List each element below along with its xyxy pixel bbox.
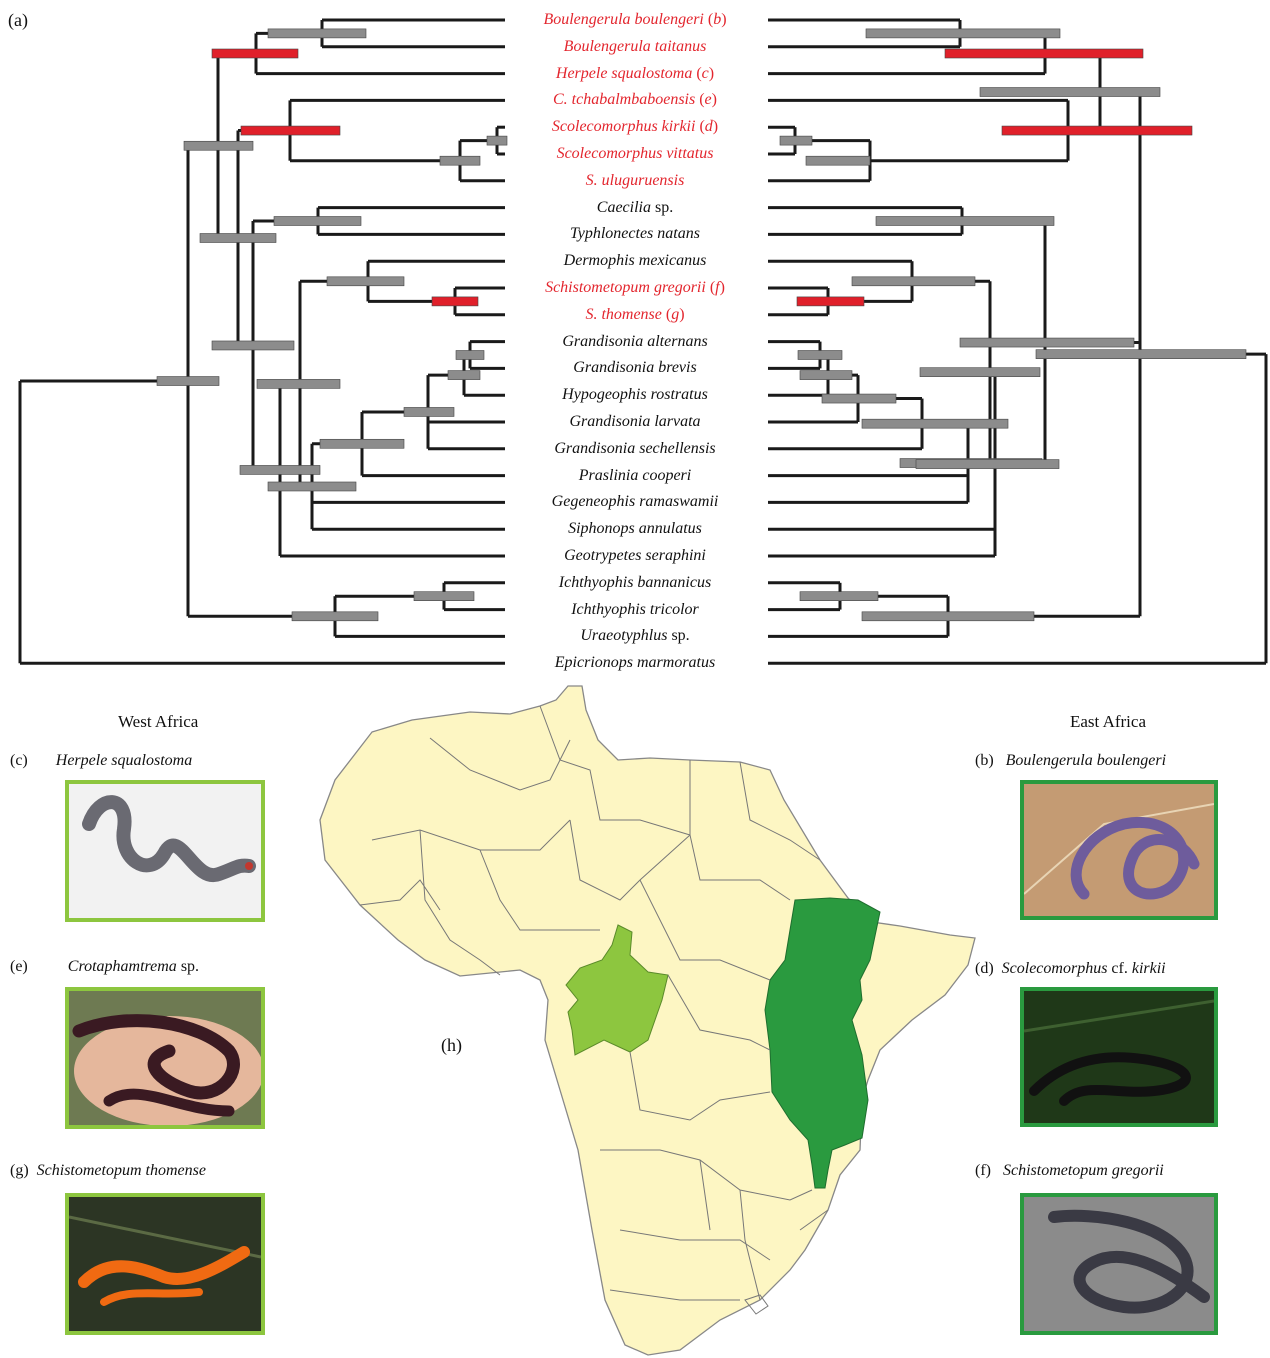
photo-crotaphamtrema xyxy=(65,987,265,1129)
taxon-label: Grandisonia sechellensis xyxy=(500,439,770,459)
photo-caption-d: (d) Scolecomorphus cf. kirkii xyxy=(975,960,1166,978)
taxon-label: Schistometopum gregorii (f) xyxy=(500,278,770,298)
node-age-bar xyxy=(862,612,1034,621)
photo-reference: (d) xyxy=(695,118,718,135)
node-age-bar xyxy=(257,379,340,388)
node-age-bar xyxy=(274,217,361,226)
taxon-label: Scolecomorphus vittatus xyxy=(500,144,770,164)
node-age-bar-highlight xyxy=(797,297,864,306)
taxon-label: Scolecomorphus kirkii (d) xyxy=(500,117,770,137)
taxon-label: Grandisonia larvata xyxy=(500,412,770,432)
node-age-bar xyxy=(456,351,484,360)
taxon-label: Ichthyophis tricolor xyxy=(500,600,770,620)
node-age-bar xyxy=(240,465,320,474)
taxon-label: Dermophis mexicanus xyxy=(500,251,770,271)
taxon-label: Gegeneophis ramaswamii xyxy=(500,492,770,512)
node-age-bar xyxy=(414,592,474,601)
taxon-label: Boulengerula taitanus xyxy=(500,37,770,57)
node-age-bar xyxy=(800,371,852,380)
photo-reference: (b) xyxy=(704,11,727,28)
africa-map xyxy=(320,686,975,1355)
photo-schistometopum-thomense xyxy=(65,1193,265,1335)
west-africa-title: West Africa xyxy=(118,712,198,732)
node-age-bar xyxy=(780,136,812,145)
photo-boulengerula-boulengeri xyxy=(1020,780,1218,920)
photo-caption-g: (g) Schistometopum thomense xyxy=(10,1162,206,1180)
taxon-label: Geotrypetes seraphini xyxy=(500,546,770,566)
node-age-bar xyxy=(157,377,219,386)
node-age-bar xyxy=(268,482,356,491)
node-age-bar xyxy=(920,368,1040,377)
node-age-bar xyxy=(822,394,896,403)
photo-reference: (f) xyxy=(706,279,725,296)
node-age-bar xyxy=(852,277,975,286)
node-age-bar xyxy=(292,612,378,621)
taxon-label: Hypogeophis rostratus xyxy=(500,385,770,405)
taxon-label: Siphonops annulatus xyxy=(500,519,770,539)
node-age-bar xyxy=(916,460,1059,469)
node-age-bar xyxy=(960,338,1134,347)
left-tree-bars xyxy=(157,29,507,621)
node-age-bar xyxy=(1036,350,1246,359)
taxon-label: Grandisonia alternans xyxy=(500,332,770,352)
right-tree-bars xyxy=(780,29,1246,621)
node-age-bar xyxy=(448,371,480,380)
taxon-label: Typhlonectes natans xyxy=(500,224,770,244)
node-age-bar xyxy=(800,592,878,601)
taxon-label: S. uluguruensis xyxy=(500,171,770,191)
taxon-label: Praslinia cooperi xyxy=(500,466,770,486)
taxon-label: Herpele squalostoma (c) xyxy=(500,64,770,84)
east-africa-title: East Africa xyxy=(1070,712,1146,732)
taxon-label: S. thomense (g) xyxy=(500,305,770,325)
photo-caption-e: (e) Crotaphamtrema sp. xyxy=(10,958,199,976)
node-age-bar xyxy=(404,407,454,416)
photo-scolecomorphus-kirkii xyxy=(1020,987,1218,1127)
panel-label-a: (a) xyxy=(8,10,28,31)
node-age-bar xyxy=(798,351,842,360)
node-age-bar xyxy=(268,29,366,38)
photo-reference: (c) xyxy=(692,65,714,82)
node-age-bar-highlight xyxy=(212,49,298,58)
node-age-bar xyxy=(980,88,1160,97)
taxon-label: Ichthyophis bannanicus xyxy=(500,573,770,593)
node-age-bar-highlight xyxy=(945,49,1143,58)
photo-caption-b: (b) Boulengerula boulengeri xyxy=(975,752,1166,770)
photo-caption-c: (c) Herpele squalostoma xyxy=(10,752,192,770)
node-age-bar xyxy=(327,277,404,286)
node-age-bar xyxy=(866,29,1060,38)
node-age-bar-highlight xyxy=(432,297,478,306)
node-age-bar-highlight xyxy=(1002,126,1192,135)
photo-schistometopum-gregorii xyxy=(1020,1193,1218,1335)
taxon-label: Caecilia sp. xyxy=(500,198,770,218)
taxon-label: Epicrionops marmoratus xyxy=(500,653,770,673)
node-age-bar xyxy=(440,156,480,165)
photo-caption-f: (f) Schistometopum gregorii xyxy=(975,1162,1164,1180)
taxon-label: Boulengerula boulengeri (b) xyxy=(500,10,770,30)
photo-reference: (g) xyxy=(662,306,685,323)
taxon-label: Uraeotyphlus sp. xyxy=(500,626,770,646)
node-age-bar xyxy=(876,217,1054,226)
photo-reference: (e) xyxy=(695,91,717,108)
node-age-bar xyxy=(806,156,870,165)
node-age-bar-highlight xyxy=(241,126,340,135)
taxon-label: C. tchabalmbaboensis (e) xyxy=(500,90,770,110)
taxon-label: Grandisonia brevis xyxy=(500,358,770,378)
node-age-bar xyxy=(212,341,294,350)
photo-herpele-squalostoma xyxy=(65,780,265,922)
node-age-bar xyxy=(862,419,1008,428)
node-age-bar xyxy=(200,234,276,243)
panel-label-h: (h) xyxy=(441,1035,462,1056)
node-age-bar xyxy=(320,439,404,448)
node-age-bar xyxy=(184,141,253,150)
